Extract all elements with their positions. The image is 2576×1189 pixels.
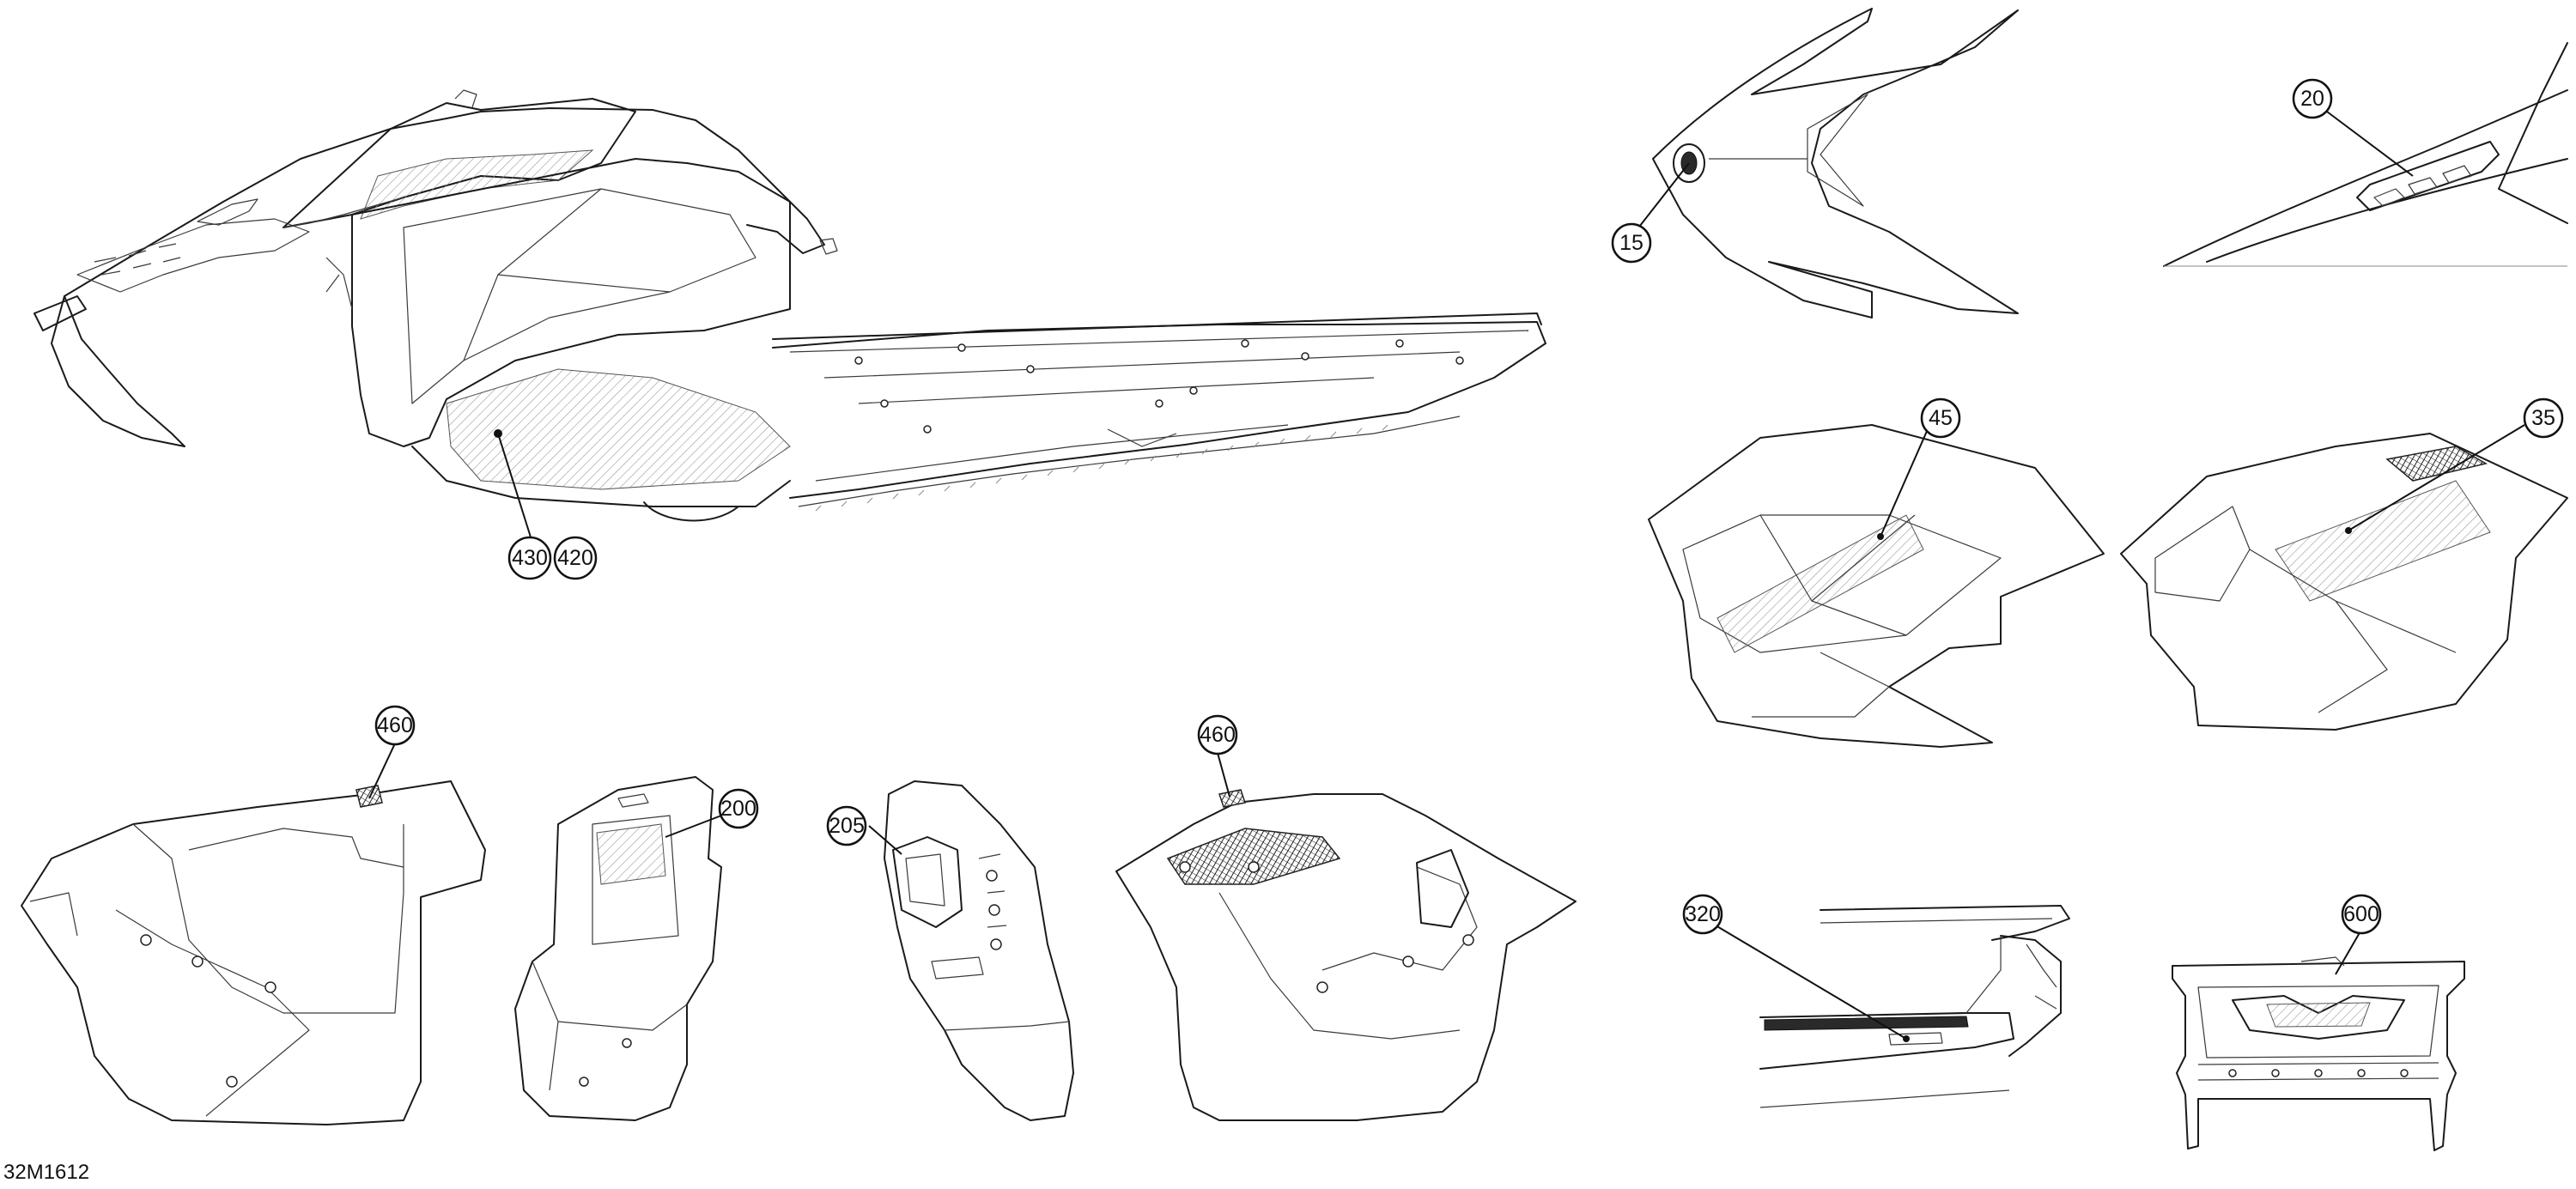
nose-top-view — [1652, 8, 2019, 318]
callout-200-circle — [718, 788, 759, 829]
callout-320-circle — [1682, 894, 1723, 935]
callout-20-label: 20 — [2300, 87, 2324, 111]
right-panel-inner-view — [1115, 789, 1577, 1121]
callout-205-label: 205 — [829, 814, 865, 838]
callout-600-group: 600 — [2335, 894, 2382, 975]
callout-15-circle — [1611, 222, 1652, 264]
callout-420-group: 420 — [553, 536, 598, 580]
callout-460-left-group: 460 — [368, 705, 416, 799]
callout-20-circle — [2292, 78, 2333, 119]
callout-420-label: 420 — [557, 546, 593, 570]
callout-430-group: 430 — [497, 433, 552, 580]
callout-320-group: 320 — [1682, 894, 1907, 1040]
snowmobile-side-view — [33, 89, 1546, 522]
callout-35-circle — [2523, 397, 2564, 439]
callout-205-circle — [826, 805, 867, 846]
callout-430-label: 430 — [512, 546, 548, 570]
right-side-panel-35 — [2120, 433, 2568, 731]
callout-200-group: 200 — [665, 788, 759, 838]
callout-460-left-label: 460 — [377, 713, 413, 737]
callout-460-left-circle — [374, 705, 416, 746]
left-side-panel-45 — [1648, 424, 2105, 748]
callout-15-label: 15 — [1619, 231, 1643, 255]
callout-430-circle — [507, 536, 552, 580]
callout-45-group: 45 — [1880, 397, 1961, 537]
drawing-code-label: 32M1612 — [3, 1161, 90, 1184]
tunnel-rear-detail — [1759, 905, 2070, 1108]
callout-205-group: 205 — [826, 805, 902, 855]
callout-35-group: 35 — [2348, 397, 2564, 531]
callout-460-right-label: 460 — [1200, 723, 1236, 747]
callout-600-label: 600 — [2343, 902, 2379, 926]
callout-600-circle — [2341, 894, 2382, 935]
callout-45-circle — [1920, 397, 1961, 439]
callout-15-group: 15 — [1611, 162, 1690, 264]
callout-20-group: 20 — [2292, 78, 2414, 177]
callout-35-label: 35 — [2531, 406, 2555, 430]
callout-420-circle — [553, 536, 598, 580]
side-panel-200 — [514, 776, 722, 1121]
callout-460-right-circle — [1197, 714, 1238, 755]
side-panel-205 — [884, 780, 1074, 1121]
callout-45-label: 45 — [1929, 406, 1953, 430]
callout-460-right-group: 460 — [1197, 714, 1238, 798]
hood-side-detail — [2163, 42, 2568, 267]
callout-320-label: 320 — [1685, 902, 1721, 926]
rear-bumper-view — [2172, 956, 2465, 1151]
left-panel-inner-view — [21, 780, 486, 1125]
callout-200-label: 200 — [720, 797, 756, 821]
